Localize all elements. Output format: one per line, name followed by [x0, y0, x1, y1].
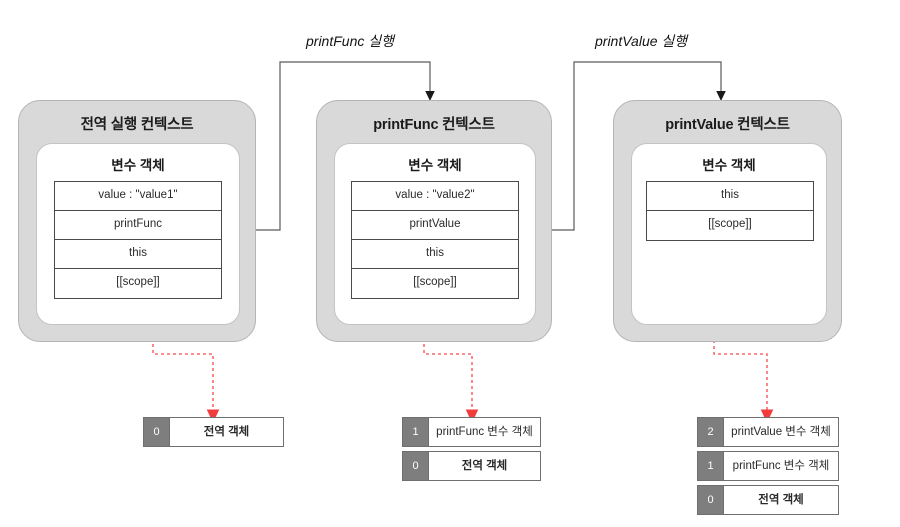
scope-index: 1 — [698, 452, 724, 480]
property-row: value : "value2" — [352, 182, 518, 211]
scope-chain-row: 1 printFunc 변수 객체 — [402, 417, 541, 447]
property-table-printfunc: value : "value2" printValue this [[scope… — [351, 181, 519, 299]
context-card-printfunc: printFunc 컨텍스트 변수 객체 value : "value2" pr… — [316, 100, 552, 342]
context-title-printvalue: printValue 컨텍스트 — [665, 117, 790, 133]
exec-label-printvalue: printValue 실행 — [595, 33, 688, 49]
scope-index: 0 — [403, 452, 429, 480]
property-row: value : "value1" — [55, 182, 221, 211]
scope-index: 2 — [698, 418, 724, 446]
variable-object-title-printfunc: 변수 객체 — [408, 158, 462, 173]
scope-chain-row: 0 전역 객체 — [697, 485, 839, 515]
variable-object-title-global: 변수 객체 — [111, 158, 165, 173]
scope-label: 전역 객체 — [461, 460, 508, 472]
scope-chain-row: 2 printValue 변수 객체 — [697, 417, 839, 447]
context-title-printfunc: printFunc 컨텍스트 — [373, 117, 495, 133]
scope-chain-row: 0 전역 객체 — [143, 417, 284, 447]
scope-chain-printvalue: 2 printValue 변수 객체 1 printFunc 변수 객체 0 전… — [697, 417, 839, 515]
property-row-scope: [[scope]] — [352, 269, 518, 298]
property-row-printfunc: printFunc — [55, 211, 221, 240]
scope-chain-global: 0 전역 객체 — [143, 417, 284, 447]
property-row-printvalue: printValue — [352, 211, 518, 240]
scope-label: printFunc 변수 객체 — [436, 426, 533, 438]
exec-label-printfunc: printFunc 실행 — [306, 33, 395, 49]
property-table-printvalue: this [[scope]] — [646, 181, 814, 241]
scope-label: 전역 객체 — [758, 494, 804, 506]
context-title-global: 전역 실행 컨텍스트 — [80, 117, 194, 133]
scope-index: 0 — [698, 486, 724, 514]
scope-label: printValue 변수 객체 — [731, 426, 831, 438]
scope-index: 1 — [403, 418, 429, 446]
scope-index: 0 — [144, 418, 170, 446]
property-row-this: this — [352, 240, 518, 269]
scope-chain-row: 1 printFunc 변수 객체 — [697, 451, 839, 481]
context-card-global: 전역 실행 컨텍스트 변수 객체 value : "value1" printF… — [18, 100, 256, 342]
property-table-global: value : "value1" printFunc this [[scope]… — [54, 181, 222, 299]
variable-object-title-printvalue: 변수 객체 — [702, 158, 756, 173]
variable-object-printfunc: 변수 객체 value : "value2" printValue this [… — [334, 143, 536, 325]
property-row-this: this — [647, 182, 813, 211]
variable-object-printvalue: 변수 객체 this [[scope]] — [631, 143, 827, 325]
property-row-this: this — [55, 240, 221, 269]
scope-label: 전역 객체 — [203, 426, 250, 438]
scope-chain-row: 0 전역 객체 — [402, 451, 541, 481]
property-row-scope: [[scope]] — [647, 211, 813, 240]
context-card-printvalue: printValue 컨텍스트 변수 객체 this [[scope]] — [613, 100, 842, 342]
scope-chain-printfunc: 1 printFunc 변수 객체 0 전역 객체 — [402, 417, 541, 481]
variable-object-global: 변수 객체 value : "value1" printFunc this [[… — [36, 143, 240, 325]
scope-label: printFunc 변수 객체 — [732, 460, 830, 472]
property-row-scope: [[scope]] — [55, 269, 221, 298]
